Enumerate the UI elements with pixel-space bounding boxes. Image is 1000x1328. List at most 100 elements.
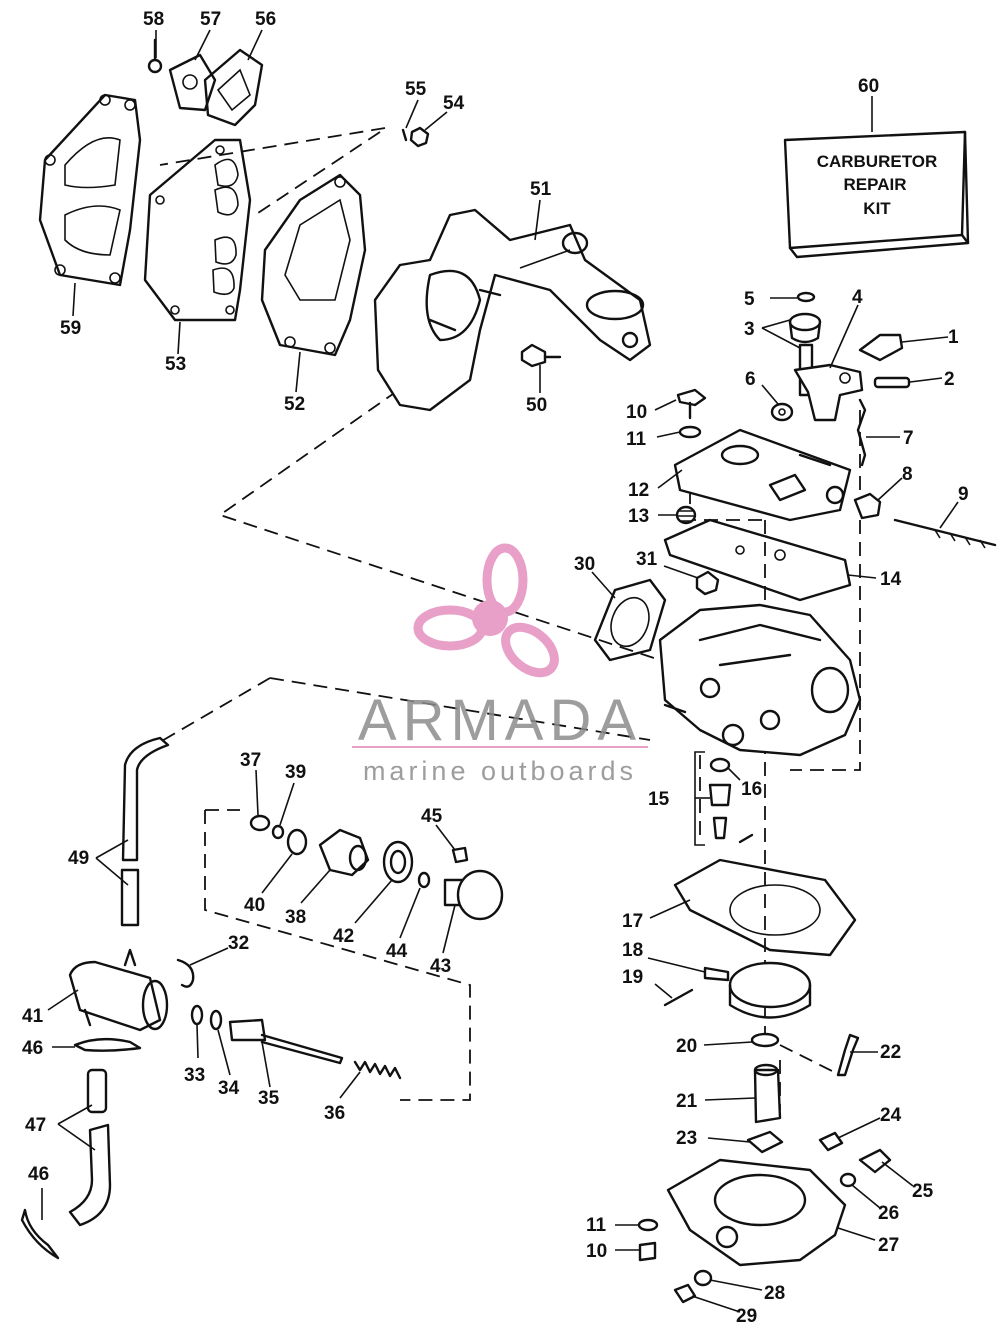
label-9: 9 bbox=[958, 484, 969, 505]
label-8: 8 bbox=[902, 464, 913, 485]
label-27: 27 bbox=[878, 1235, 899, 1256]
label-3: 3 bbox=[744, 319, 755, 340]
hose-47 bbox=[68, 1068, 112, 1227]
label-19: 19 bbox=[622, 967, 643, 988]
leader-lines bbox=[41, 29, 959, 1313]
assembly-guide-lines bbox=[159, 127, 861, 1110]
kit-line-3: KIT bbox=[863, 199, 891, 218]
washer-28 bbox=[693, 1269, 713, 1287]
pin-55 bbox=[401, 128, 408, 142]
label-13: 13 bbox=[628, 506, 649, 527]
oring-39 bbox=[271, 824, 285, 840]
washer-11a bbox=[678, 425, 702, 439]
label-44: 44 bbox=[386, 941, 408, 962]
needle-valve-15 bbox=[694, 751, 754, 846]
propeller-logo-icon bbox=[413, 543, 559, 678]
screw-10b bbox=[638, 1241, 657, 1262]
screw-10a bbox=[676, 388, 707, 420]
fitting-25 bbox=[858, 1148, 892, 1174]
gasket-14 bbox=[663, 518, 852, 602]
label-54: 54 bbox=[443, 93, 465, 114]
label-43: 43 bbox=[430, 956, 451, 977]
kit-line-2: REPAIR bbox=[844, 175, 907, 194]
gasket-53 bbox=[143, 138, 252, 322]
label-38: 38 bbox=[285, 907, 306, 928]
label-39: 39 bbox=[285, 762, 306, 783]
label-53: 53 bbox=[165, 354, 186, 375]
gasket-57 bbox=[168, 53, 217, 112]
gasket-56 bbox=[203, 48, 264, 127]
spring-7 bbox=[856, 398, 867, 467]
label-21: 21 bbox=[676, 1091, 698, 1112]
label-20: 20 bbox=[676, 1036, 697, 1057]
label-29: 29 bbox=[736, 1306, 757, 1327]
label-37: 37 bbox=[240, 750, 261, 771]
label-12: 12 bbox=[628, 480, 649, 501]
label-58: 58 bbox=[143, 9, 164, 30]
choke-plug-38 bbox=[318, 828, 370, 877]
label-1: 1 bbox=[948, 327, 959, 348]
float-bowl-27 bbox=[666, 1158, 847, 1267]
nut-54 bbox=[409, 126, 430, 148]
screw-50 bbox=[520, 343, 562, 368]
flange-gasket-30 bbox=[593, 578, 667, 662]
screw-58 bbox=[147, 38, 163, 74]
spring-36 bbox=[353, 1060, 402, 1080]
label-46b: 46 bbox=[28, 1164, 49, 1185]
label-34: 34 bbox=[218, 1078, 240, 1099]
label-42: 42 bbox=[333, 926, 354, 947]
label-17: 17 bbox=[622, 911, 643, 932]
choke-knob-43 bbox=[443, 869, 504, 921]
label-11b: 11 bbox=[586, 1215, 607, 1236]
washer-5 bbox=[796, 291, 816, 303]
plug-29 bbox=[673, 1283, 697, 1304]
label-10a: 10 bbox=[626, 402, 647, 423]
plunger-35 bbox=[228, 1018, 344, 1065]
label-35: 35 bbox=[258, 1088, 280, 1109]
label-45: 45 bbox=[421, 806, 443, 827]
screw-1 bbox=[858, 333, 904, 362]
label-49: 49 bbox=[68, 848, 89, 869]
oring-34 bbox=[209, 1009, 223, 1031]
jet-21 bbox=[753, 1063, 782, 1124]
label-33: 33 bbox=[184, 1065, 205, 1086]
label-11a: 11 bbox=[626, 429, 647, 450]
armada-watermark: ARMADA marine outboards bbox=[352, 543, 648, 786]
seal-42 bbox=[382, 840, 414, 884]
carburetor-body bbox=[658, 603, 862, 757]
label-15: 15 bbox=[648, 789, 670, 810]
label-31: 31 bbox=[636, 549, 658, 570]
label-18: 18 bbox=[622, 940, 643, 961]
label-10b: 10 bbox=[586, 1241, 607, 1262]
label-30: 30 bbox=[574, 554, 595, 575]
label-14: 14 bbox=[880, 569, 902, 590]
label-32: 32 bbox=[228, 933, 249, 954]
primer-body-41 bbox=[68, 948, 169, 1032]
clamp-46b bbox=[20, 1208, 60, 1260]
label-7: 7 bbox=[903, 428, 914, 449]
part-labels: 58 57 56 55 54 60 51 59 53 52 50 5 4 3 1… bbox=[22, 9, 969, 1327]
repair-kit-60: CARBURETOR REPAIR KIT bbox=[783, 130, 970, 259]
watermark-tagline: marine outboards bbox=[363, 756, 637, 786]
hose-49 bbox=[120, 736, 170, 927]
label-22: 22 bbox=[880, 1042, 901, 1063]
spring-8 bbox=[853, 492, 882, 520]
screw-24 bbox=[818, 1131, 844, 1152]
filter-13 bbox=[675, 505, 697, 525]
label-16: 16 bbox=[741, 779, 762, 800]
oring-44 bbox=[417, 871, 431, 889]
float-18 bbox=[703, 961, 812, 1019]
label-24: 24 bbox=[880, 1105, 902, 1126]
label-60: 60 bbox=[858, 76, 879, 97]
label-51: 51 bbox=[530, 179, 552, 200]
label-57: 57 bbox=[200, 9, 221, 30]
choke-cover-12 bbox=[673, 428, 852, 522]
screw-2 bbox=[873, 376, 911, 389]
gasket-23 bbox=[746, 1130, 784, 1154]
washer-20 bbox=[750, 1032, 780, 1048]
label-26: 26 bbox=[878, 1203, 899, 1224]
label-41: 41 bbox=[22, 1006, 44, 1027]
label-50: 50 bbox=[526, 395, 547, 416]
label-23: 23 bbox=[676, 1128, 697, 1149]
